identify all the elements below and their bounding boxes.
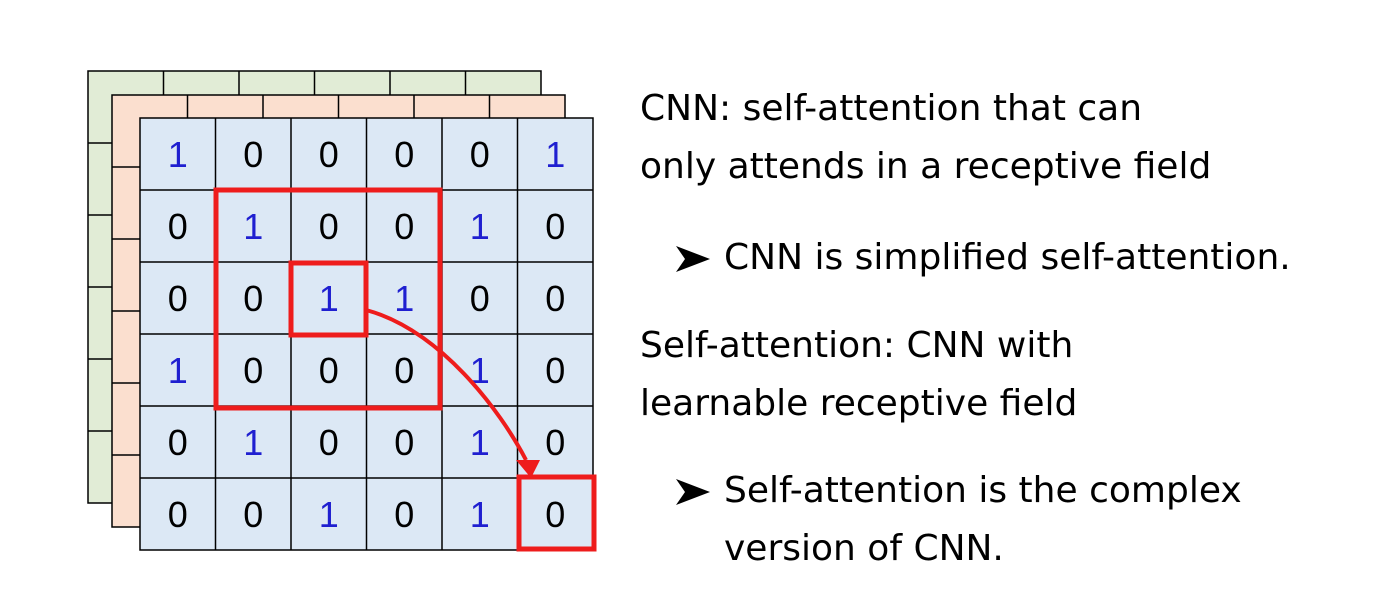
front-layer-cell-value: 0 [168, 422, 188, 463]
front-layer-cell-value: 0 [545, 494, 565, 535]
front-layer-cell-value: 1 [394, 278, 414, 319]
front-layer-cell-value: 0 [394, 350, 414, 391]
cnn-line-2: only attends in a receptive field [640, 146, 1212, 187]
front-layer-cell-value: 0 [319, 422, 339, 463]
bullet-1-text: CNN is simplified self-attention. [724, 237, 1291, 278]
front-layer-cell-value: 1 [168, 350, 188, 391]
bullet-2-line-1: Self-attention is the complex [724, 470, 1242, 511]
front-layer-cell-value: 0 [168, 206, 188, 247]
front-layer-cell-value: 0 [319, 206, 339, 247]
arrow-bullet-icon [676, 462, 724, 520]
arrow-bullet-icon [676, 229, 724, 287]
attention-arrowhead [516, 460, 540, 478]
bullet-cnn-simplified: CNN is simplified self-attention. [676, 229, 1291, 287]
front-layer-cell-value: 1 [470, 422, 490, 463]
front-layer-cell-value: 0 [394, 422, 414, 463]
front-layer-cell-value: 1 [319, 278, 339, 319]
front-layer-cell-value: 0 [394, 206, 414, 247]
highlights [213, 187, 597, 552]
front-layer-cell-value: 0 [545, 422, 565, 463]
front-layer-cell-value: 0 [545, 350, 565, 391]
bullet-2-line-2: version of CNN. [724, 528, 1004, 569]
front-layer-cell-value: 0 [243, 494, 263, 535]
front-layer-cell-value: 0 [470, 134, 490, 175]
front-layer-cell-value: 0 [243, 278, 263, 319]
front-layer-cell-value: 0 [319, 350, 339, 391]
front-layer-cell-value: 0 [319, 134, 339, 175]
front-layer-cell-value: 0 [243, 350, 263, 391]
receptive-field-box [213, 187, 443, 411]
front-layer-cell-value: 1 [470, 206, 490, 247]
front-layer-cell-value: 1 [319, 494, 339, 535]
front-layer-cell-value: 1 [470, 350, 490, 391]
front-layer-cell-value: 0 [470, 278, 490, 319]
bullet-self-attention-complex: Self-attention is the complex version of… [676, 462, 1242, 578]
sa-line-2: learnable receptive field [640, 383, 1078, 424]
front-layer-cell-value: 1 [243, 206, 263, 247]
front-layer-cell-value: 1 [168, 134, 188, 175]
paragraph-self-attention: Self-attention: CNN with learnable recep… [640, 317, 1077, 433]
front-layer-cell-value: 0 [168, 494, 188, 535]
front-layer-cell-value: 0 [394, 134, 414, 175]
front-layer-cell-value: 1 [470, 494, 490, 535]
front-layer-cell-value: 1 [243, 422, 263, 463]
front-layer-cell-value: 0 [243, 134, 263, 175]
target-cell-box [516, 474, 597, 552]
paragraph-cnn: CNN: self-attention that can only attend… [640, 80, 1211, 196]
sa-line-1: Self-attention: CNN with [640, 325, 1074, 366]
front-layer-cell-value: 0 [394, 494, 414, 535]
front-layer-cell-value: 0 [545, 206, 565, 247]
center-cell-box [288, 260, 369, 338]
cnn-line-1: CNN: self-attention that can [640, 88, 1143, 129]
front-layer-cell-value: 0 [545, 278, 565, 319]
attention-arrow [365, 308, 528, 461]
front-layer-cell-value: 0 [168, 278, 188, 319]
cnn-grid-diagram: 10000100000 00000000000 1000010100100011… [87, 70, 597, 552]
front-layer-cell-value: 1 [545, 134, 565, 175]
